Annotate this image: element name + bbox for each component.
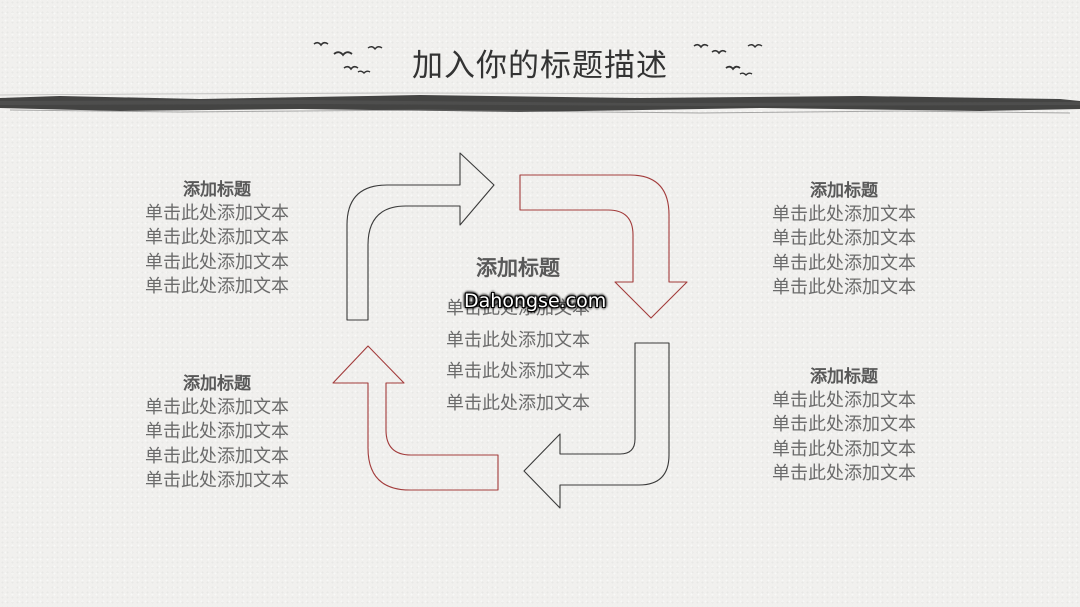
arrow-bottom-left: [332, 345, 499, 491]
birds-right-decoration: [693, 43, 763, 76]
block-line: 单击此处添加文本: [145, 397, 289, 418]
block-line: 单击此处添加文本: [446, 361, 590, 382]
watermark-text: Dahongse.com: [464, 290, 607, 312]
block-line: 单击此处添加文本: [772, 228, 916, 250]
block-line: 单击此处添加文本: [145, 203, 289, 224]
block-heading: 添加标题: [810, 181, 878, 201]
block-line: 单击此处添加文本: [772, 414, 916, 436]
block-line: 单击此处添加文本: [145, 421, 289, 443]
block-heading: 添加标题: [183, 374, 251, 394]
arrow-bottom-right: [523, 342, 670, 509]
block-heading: 添加标题: [810, 367, 878, 387]
block-line: 单击此处添加文本: [145, 445, 289, 467]
block-line: 单击此处添加文本: [145, 469, 289, 491]
block-line: 单击此处添加文本: [446, 298, 590, 319]
block-line: 单击此处添加文本: [772, 462, 916, 484]
block-line: 单击此处添加文本: [446, 392, 590, 414]
page-title: 加入你的标题描述: [412, 48, 668, 84]
block-line: 单击此处添加文本: [772, 438, 916, 460]
arrow-top-left: [346, 152, 495, 321]
text-block-bottom-left: 添加标题 单击此处添加文本 单击此处添加文本 单击此处添加文本 单击此处添加文本: [117, 372, 317, 493]
block-line: 单击此处添加文本: [145, 251, 289, 273]
block-line: 单击此处添加文本: [145, 227, 289, 249]
block-line: 单击此处添加文本: [772, 252, 916, 274]
block-line: 单击此处添加文本: [772, 390, 916, 411]
block-heading: 添加标题: [476, 256, 560, 280]
text-block-top-right: 添加标题 单击此处添加文本 单击此处添加文本 单击此处添加文本 单击此处添加文本: [744, 179, 944, 300]
block-heading: 添加标题: [183, 180, 251, 200]
block-line: 单击此处添加文本: [145, 275, 289, 297]
block-line: 单击此处添加文本: [772, 204, 916, 225]
block-line: 单击此处添加文本: [772, 276, 916, 298]
text-block-bottom-right: 添加标题 单击此处添加文本 单击此处添加文本 单击此处添加文本 单击此处添加文本: [744, 365, 944, 486]
birds-left-decoration: [313, 41, 383, 74]
text-block-top-left: 添加标题 单击此处添加文本 单击此处添加文本 单击此处添加文本 单击此处添加文本: [117, 178, 317, 299]
text-block-center: 添加标题 单击此处添加文本 单击此处添加文本 单击此处添加文本 单击此处添加文本: [408, 253, 628, 419]
ink-brush-divider: [0, 92, 1080, 114]
block-line: 单击此处添加文本: [446, 329, 590, 351]
arrow-top-right: [519, 174, 688, 319]
